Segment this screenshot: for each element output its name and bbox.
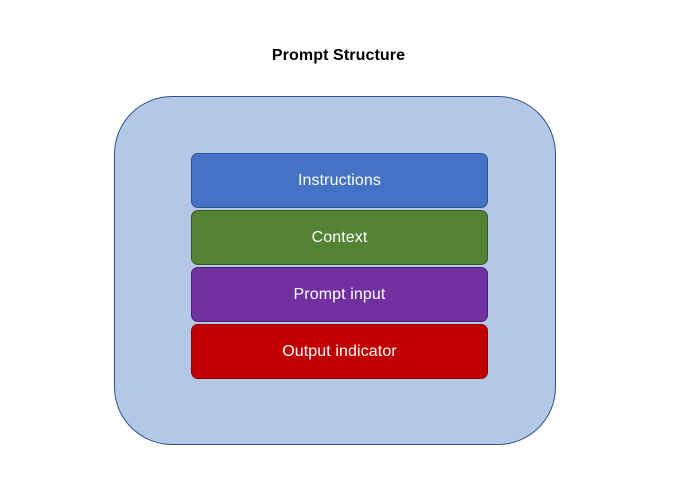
layer-context: Context <box>191 210 488 265</box>
layer-prompt-input: Prompt input <box>191 267 488 322</box>
layer-output-indicator: Output indicator <box>191 324 488 379</box>
diagram-title: Prompt Structure <box>271 47 406 64</box>
layer-instructions: Instructions <box>191 153 488 208</box>
